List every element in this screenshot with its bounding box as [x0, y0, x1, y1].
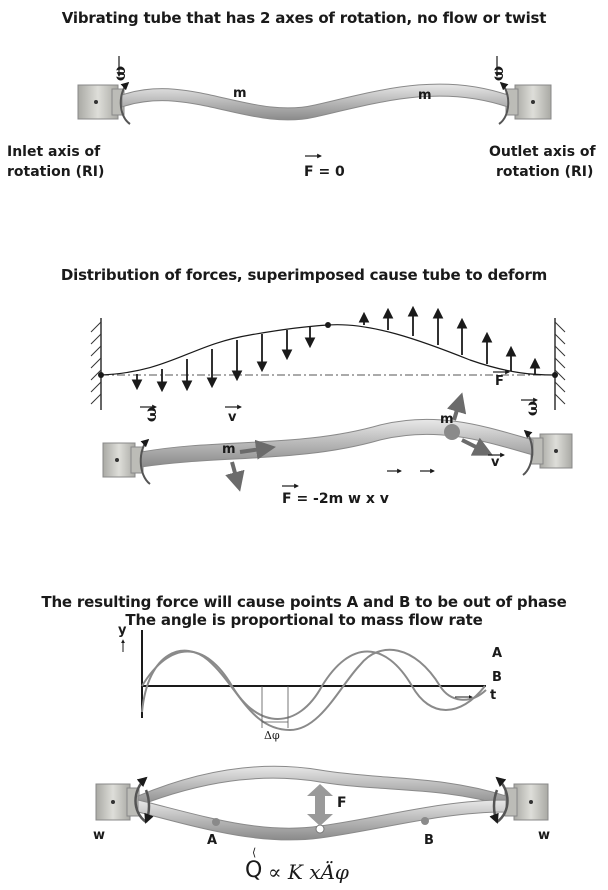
p3-point-b: B: [424, 833, 434, 848]
right-mount-block: [514, 84, 552, 120]
formula-q: Q: [245, 858, 263, 883]
inlet-label-line2: rotation (RI): [7, 164, 105, 180]
point-b-marker: [421, 817, 429, 825]
p2-mass-right-dot: [444, 424, 460, 440]
left-rotation-arrow: [119, 81, 131, 125]
p3-force-label: F: [337, 795, 347, 811]
curve-b: [141, 648, 487, 732]
p1-mass-right: m: [418, 88, 432, 103]
outlet-label-line1: Outlet axis of: [489, 144, 596, 160]
p2-left-rotation-arrow: [139, 438, 151, 485]
p2-omega-right: ω: [522, 400, 542, 417]
p2-omega-left: ω: [141, 406, 161, 423]
panel3-tube-assembly: [95, 765, 549, 841]
p2-coriolis-arrow-left: [225, 461, 245, 492]
panel2-force-distribution: [90, 305, 573, 492]
p3-point-a: A: [207, 833, 218, 848]
panel3-title-line2: The angle is proportional to mass flow r…: [125, 611, 483, 629]
panel2-title: Distribution of forces, superimposed cau…: [60, 266, 548, 284]
phase-graph: [121, 630, 487, 732]
p1-force-equation: F = 0: [304, 164, 345, 180]
p3-left-axis-dot: [111, 800, 115, 804]
p3-force-double-arrow: [307, 784, 333, 826]
p2-force-equation: F = -2m w x v: [282, 491, 389, 507]
panel1-tube-assembly: [77, 56, 552, 159]
p2-right-rotation-arrow: [522, 429, 534, 476]
p2-coriolis-arrow-right: [446, 392, 467, 421]
p2-left-axis-dot: [115, 458, 119, 462]
graph-t-label: t: [490, 688, 497, 703]
right-axis-dot: [531, 100, 535, 104]
p2-v-right: v: [491, 455, 500, 470]
panel3-title-line1: The resulting force will cause points A …: [41, 593, 567, 611]
curve-b-label: B: [492, 670, 502, 685]
p3-w-left: w: [93, 828, 106, 843]
p3-left-rotation-arrow: [134, 776, 148, 824]
p1-omega-left: ω: [110, 65, 130, 82]
left-axis-dot: [94, 100, 98, 104]
point-a-marker: [212, 818, 220, 826]
center-marker: [315, 824, 325, 834]
p2-v-arrow-right: [461, 437, 494, 456]
left-wall-hatching: [90, 321, 102, 405]
p2-mass-right: m: [440, 412, 454, 427]
downward-force-arrows: [131, 327, 316, 393]
p2-force-label: F: [495, 374, 504, 389]
p2-right-axis-dot: [554, 449, 558, 453]
inlet-label-line1: Inlet axis of: [7, 144, 101, 160]
graph-y-label: y: [118, 623, 127, 638]
outlet-label-line2: rotation (RI): [496, 164, 594, 180]
p1-omega-right: ω: [488, 65, 508, 82]
curve-a-label: A: [492, 646, 503, 661]
p3-right-rotation-arrow: [495, 776, 509, 824]
p2-tube: [140, 418, 534, 468]
p3-right-axis-dot: [529, 800, 533, 804]
phase-delta-label: Δφ: [264, 729, 280, 742]
p2-v-arrow-left: [239, 439, 276, 460]
p2-v-top: v: [228, 410, 237, 425]
panel1-title: Vibrating tube that has 2 axes of rotati…: [61, 9, 547, 27]
panel1-tube: [121, 83, 509, 121]
p3-w-right: w: [538, 828, 551, 843]
p2-mass-left: m: [222, 442, 236, 457]
curve-node-mid: [325, 322, 331, 328]
right-rotation-arrow: [498, 81, 510, 125]
formula-rest: ∝ K xÄφ: [268, 860, 349, 884]
formula-accent: ⟨: [252, 846, 257, 859]
curve-node-right: [552, 372, 558, 378]
upward-force-arrows: [358, 305, 541, 374]
curve-node-left: [98, 372, 104, 378]
p3-left-rotation-arrow-2: [144, 789, 154, 824]
right-wall-hatching: [554, 321, 566, 405]
p1-mass-left: m: [233, 86, 247, 101]
p3-right-rotation-arrow-2: [489, 789, 499, 824]
